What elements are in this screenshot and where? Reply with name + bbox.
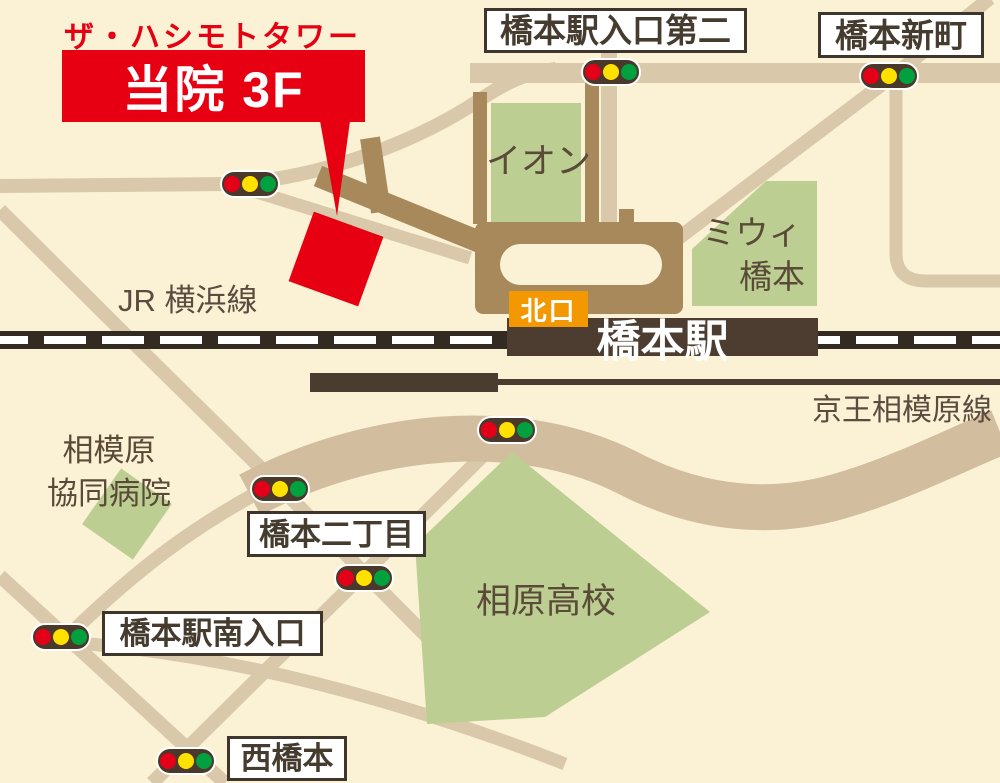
clinic-marker: [288, 121, 384, 307]
aeon-label: イオン: [486, 142, 592, 181]
hospital-label-line2: 協同病院: [47, 476, 171, 512]
keio-line-label: 京王相模原線: [812, 394, 992, 427]
station-building-west-wing: [473, 92, 487, 224]
jr-line-label: JR 横浜線: [118, 283, 258, 318]
clinic-callout: 当院 3F: [62, 50, 365, 122]
hospital-label: 相模原 協同病院: [38, 429, 180, 516]
clinic-label: 当院 3F: [122, 62, 305, 118]
station-building-east-wing: [585, 83, 599, 224]
intersection-label-nishi-hashimoto: 西橋本: [227, 736, 347, 781]
north-exit-badge: 北口: [509, 291, 588, 327]
green-areas: [82, 103, 817, 724]
bus-rotary: [500, 244, 662, 285]
traffic-light-icon: [31, 623, 91, 651]
jr-railway: [0, 331, 1000, 349]
mewe-hashimoto-label-line2: 橋本: [739, 258, 805, 295]
tower-name: ザ・ハシモトタワー: [64, 21, 361, 54]
traffic-light-icon: [334, 564, 394, 592]
intersection-label-hashimoto-eki-minami-iriguchi: 橋本駅南入口: [102, 611, 323, 656]
station-name: 橋本駅: [596, 317, 729, 366]
traffic-light-icon: [581, 58, 641, 86]
school-label: 相原高校: [475, 582, 616, 621]
station-access-roads: [313, 136, 497, 258]
north-exit-label: 北口: [520, 295, 577, 326]
school-area: [415, 452, 710, 724]
traffic-light-icon: [220, 170, 280, 198]
intersection-label-hashimoto-nichome: 橋本二丁目: [247, 511, 426, 557]
mewe-area: [692, 181, 817, 306]
traffic-light-icon: [859, 62, 919, 90]
keio-railway: [310, 373, 1000, 392]
wide-road: [239, 410, 1000, 531]
intersection-label-hashimoto-shinmachi: 橋本新町: [818, 12, 984, 58]
station-building-notch: [619, 209, 634, 223]
traffic-light-icon: [477, 416, 537, 444]
hospital-area: [82, 468, 172, 560]
mewe-hashimoto-label-line1: ミウィ: [702, 214, 802, 251]
intersection-label-hashimoto-eki-iriguchi-daini: 橋本駅入口第二: [484, 8, 747, 53]
pointer-icon: [320, 121, 350, 216]
aeon-area: [491, 103, 581, 226]
clinic-building-icon: [288, 211, 384, 307]
traffic-light-icon: [156, 747, 216, 775]
traffic-light-icon: [250, 475, 310, 503]
hospital-label-line1: 相模原: [62, 433, 156, 468]
